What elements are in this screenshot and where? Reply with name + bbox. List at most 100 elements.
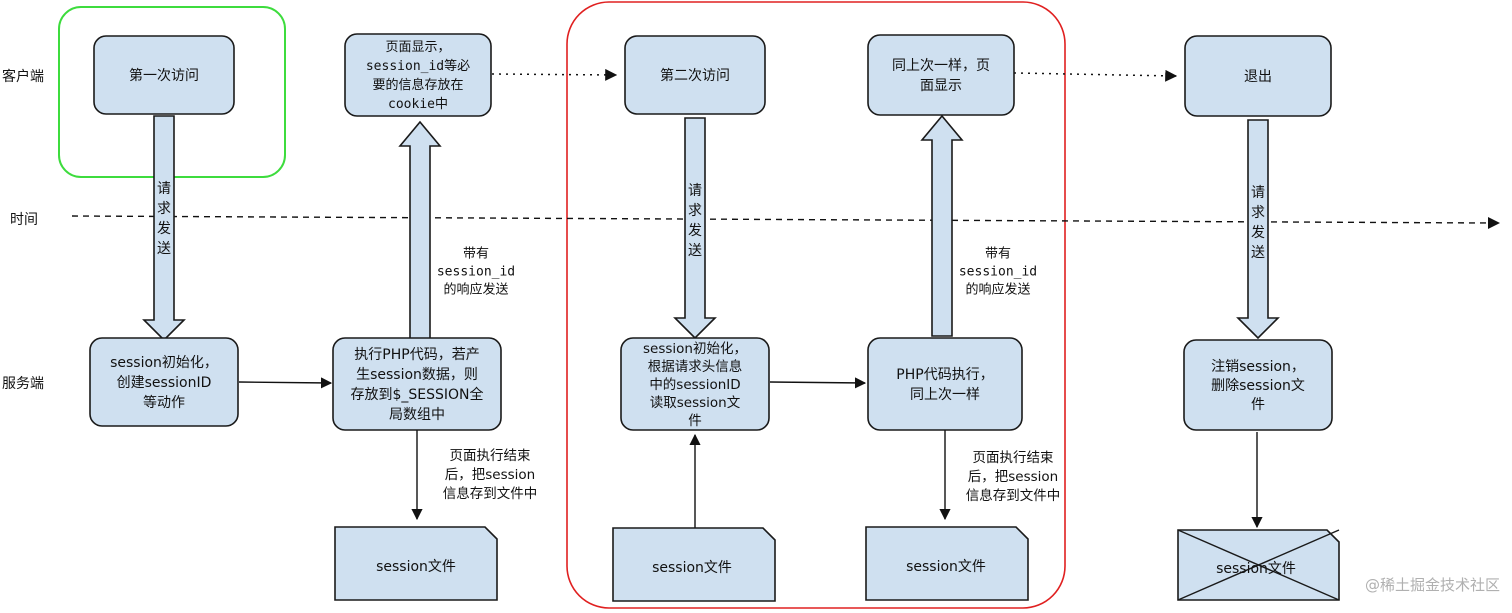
text-line: 要的信息存放在 [372, 77, 463, 93]
box-logout-text: 退出 [1244, 69, 1272, 85]
text-line: 送 [1251, 245, 1265, 261]
text-line: 局数组中 [389, 407, 445, 423]
text-line: 等动作 [143, 394, 185, 411]
request-label-2: 请求发送 [688, 183, 702, 259]
text-line: 请 [1251, 185, 1265, 201]
dotted-arrow-to-logout [1013, 69, 1178, 82]
text-line: 页面执行结束 [450, 448, 531, 464]
text-line: 发 [1251, 225, 1265, 241]
box-session-init-1-text: session初始化， 创建sessionID 等动作 [110, 354, 218, 411]
request-label-1: 请求发送 [157, 181, 171, 257]
timeline-arrowhead [1488, 217, 1500, 229]
timeline-line [71, 215, 1491, 224]
text-line: 带有 [463, 247, 489, 262]
text-line: 送 [157, 241, 171, 257]
dotted-arrow-to-second-visit [491, 68, 618, 81]
text-line: 请 [157, 181, 171, 197]
lane-label-client: 客户端 [2, 68, 44, 85]
watermark-text: @稀土掘金技术社区 [1365, 576, 1500, 594]
text-line: 的响应发送 [443, 282, 508, 298]
text-line: 信息存到文件中 [443, 485, 538, 502]
lane-label-server: 服务端 [2, 376, 44, 392]
text-line: session_id [959, 265, 1037, 280]
box-exec-php-2-text: PHP代码执行， 同上次一样 [896, 367, 993, 403]
block-arrow-request-2 [673, 117, 717, 340]
request-label-3: 请求发送 [1251, 185, 1265, 261]
box-page-show-2-text: 同上次一样，页面显示 [892, 58, 990, 94]
text-line: 送 [688, 243, 702, 259]
file-2-text: session文件 [652, 560, 732, 576]
text-line: 生session数据，则 [356, 367, 478, 383]
file-shape-2 [612, 527, 776, 602]
text-line: 删除session文 [1211, 378, 1305, 394]
box-exec-php-1-text: 执行PHP代码，若产生session数据，则存放到$_SESSION全局数组中 [350, 347, 483, 423]
text-line: 请 [688, 183, 702, 199]
arrow-init-to-exec [238, 377, 333, 389]
lane-label-time: 时间 [10, 212, 38, 228]
box-session-init-2-text: session初始化，根据请求头信息中的sessionID 读取session文件 [643, 340, 747, 429]
text-line: 读取session文 [650, 395, 741, 411]
box-session-init-2 [620, 337, 770, 431]
text-line: 发 [157, 221, 171, 237]
save-label-2: 页面执行结束后，把session 信息存到文件中 [966, 450, 1061, 504]
text-line: 后，把session [445, 467, 535, 483]
text-line: 的响应发送 [965, 282, 1030, 298]
text-line: 退出 [1244, 69, 1272, 85]
text-line: 面显示 [920, 78, 962, 94]
text-line: cookie中 [388, 97, 448, 112]
text-line: 中的sessionID [649, 377, 740, 393]
text-line: 存放到$_SESSION全 [350, 386, 483, 403]
text-line: 后，把session [968, 469, 1058, 485]
box-first-visit-text: 第一次访问 [129, 67, 199, 84]
text-line: 创建sessionID [117, 375, 212, 391]
box-destroy-session-text: 注销session， 删除session文件 [1211, 359, 1305, 413]
text-line: PHP代码执行， [896, 367, 993, 383]
file-shape-1 [334, 526, 498, 601]
text-line: 页面执行结束 [973, 450, 1054, 466]
box-logout [1184, 35, 1332, 117]
file-4-text: session文件 [1216, 561, 1296, 577]
file-1-text: session文件 [376, 559, 456, 575]
box-destroy-session [1183, 339, 1333, 431]
save-label-1: 页面执行结束后，把session 信息存到文件中 [443, 448, 538, 502]
box-page-show-1 [344, 33, 492, 117]
block-arrow-request-3 [1236, 119, 1280, 340]
box-session-init-1 [89, 337, 239, 427]
box-page-show-2 [867, 34, 1015, 116]
box-second-visit [624, 35, 766, 115]
text-line: 根据请求头信息 [648, 358, 743, 375]
box-exec-php-1 [332, 337, 502, 431]
text-line: 求 [688, 203, 702, 219]
box-first-visit [93, 35, 235, 115]
text-line: 件 [688, 413, 702, 429]
text-line: 同上次一样，页 [892, 58, 990, 74]
text-line: session初始化， [643, 340, 747, 357]
block-arrow-request-1 [142, 115, 186, 342]
block-arrow-response-2 [920, 114, 964, 337]
text-line: 执行PHP代码，若产 [354, 347, 479, 363]
response-label-2: 带有 session_id 的响应发送 [959, 247, 1037, 298]
text-line: 发 [688, 223, 702, 239]
box-page-show-1-text: 页面显示， session_id等必要的信息存放在 cookie中 [366, 40, 470, 112]
text-line: 注销session， [1211, 359, 1305, 375]
text-line: session初始化， [110, 354, 218, 371]
arrow-init2-to-exec2 [769, 377, 867, 389]
text-line: 件 [1251, 397, 1265, 413]
file-shape-3 [865, 526, 1029, 601]
text-line: session_id等必 [366, 58, 470, 74]
text-line: 同上次一样 [910, 387, 980, 403]
box-second-visit-text: 第二次访问 [660, 67, 730, 84]
text-line: 第二次访问 [660, 67, 730, 84]
block-arrow-response-1 [398, 120, 442, 341]
file-4-cross-line-b [1177, 529, 1340, 601]
text-line: 带有 [985, 247, 1011, 262]
text-line: 信息存到文件中 [966, 487, 1061, 504]
box-exec-php-2 [867, 337, 1023, 431]
file-3-text: session文件 [906, 559, 986, 575]
text-line: 求 [1251, 205, 1265, 221]
text-line: 页面显示， [385, 40, 450, 55]
text-line: 第一次访问 [129, 67, 199, 84]
text-line: 求 [157, 201, 171, 217]
